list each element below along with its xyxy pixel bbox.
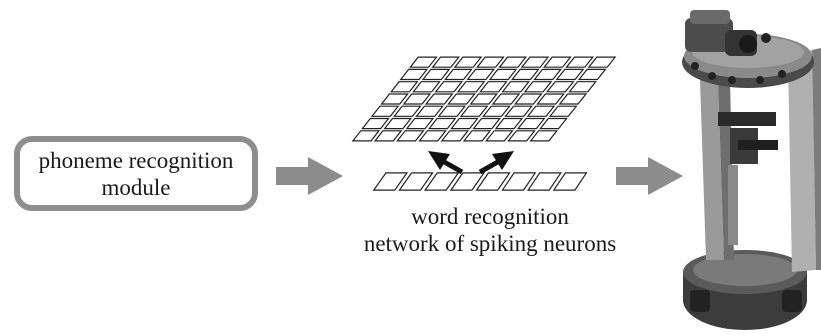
word-neuron-cell xyxy=(450,117,479,130)
input-neuron-cell xyxy=(501,172,537,191)
word-neuron-cell xyxy=(440,130,470,142)
word-neuron-cell xyxy=(383,117,413,130)
input-neuron-cell xyxy=(552,172,588,191)
word-neuron-cell xyxy=(472,117,502,130)
word-neuron-cell xyxy=(484,130,514,142)
module-label-line2: module xyxy=(101,174,171,200)
word-neuron-cell xyxy=(479,81,508,93)
word-neuron-cell xyxy=(434,81,464,93)
word-neuron-cell xyxy=(536,93,565,105)
word-neuron-cell xyxy=(558,93,588,105)
word-neuron-cell xyxy=(577,68,607,81)
word-neuron-cell xyxy=(501,81,531,93)
word-neuron-cell xyxy=(380,93,409,105)
input-neuron-cell xyxy=(526,172,562,191)
word-neuron-cell xyxy=(498,56,528,68)
word-neuron-cell xyxy=(548,105,578,117)
word-neuron-cell xyxy=(488,68,518,81)
word-neuron-cell xyxy=(523,81,553,93)
word-neuron-cell xyxy=(491,93,521,105)
word-neuron-cell xyxy=(526,105,556,117)
word-neuron-cell xyxy=(399,68,429,81)
word-neuron-cell xyxy=(415,105,444,117)
word-neuron-cell xyxy=(539,117,568,130)
input-neuron-cell xyxy=(475,172,511,191)
word-neuron-cell xyxy=(542,56,572,68)
word-neuron-cell xyxy=(529,130,559,142)
word-neuron-cell xyxy=(412,81,441,93)
word-neuron-cell xyxy=(361,117,390,130)
word-neuron-cell xyxy=(393,105,422,117)
word-neuron-cell xyxy=(459,105,489,117)
word-neuron-cell xyxy=(409,56,438,68)
word-neuron-cell xyxy=(513,93,543,105)
word-neuron-cell xyxy=(510,68,540,81)
word-neuron-cell xyxy=(494,117,524,130)
word-neuron-cell xyxy=(516,117,546,130)
word-neuron-cell xyxy=(427,117,457,130)
connection-arrow-left xyxy=(428,151,464,175)
word-neuron-cell xyxy=(447,93,476,105)
word-neuron-cell xyxy=(396,130,425,142)
word-neuron-cell xyxy=(466,68,496,81)
word-neuron-cell xyxy=(453,56,483,68)
word-neuron-cell xyxy=(507,130,536,142)
word-neuron-cell xyxy=(418,130,447,142)
word-neuron-cell xyxy=(462,130,492,142)
input-neuron-cell xyxy=(423,172,460,191)
input-neuron-cell xyxy=(449,172,486,191)
word-neuron-cell xyxy=(444,68,473,81)
word-neuron-cell xyxy=(482,105,511,117)
word-neuron-cell xyxy=(437,105,467,117)
word-neuron-cell xyxy=(424,93,454,105)
word-neuron-cell xyxy=(476,56,505,68)
word-neuron-cell xyxy=(405,117,435,130)
word-neuron-cell xyxy=(421,68,451,81)
robot-image xyxy=(682,10,821,330)
word-neuron-cell xyxy=(370,105,400,117)
word-neuron-cell xyxy=(402,93,432,105)
word-neuron-cell xyxy=(469,93,499,105)
word-neuron-cell xyxy=(555,68,585,81)
word-neuron-cell xyxy=(568,81,597,93)
phoneme-recognition-module-box: phoneme recognition module xyxy=(14,136,258,211)
word-neuron-cell xyxy=(520,56,550,68)
word-neuron-cell xyxy=(456,81,486,93)
network-caption-line1: word recognition xyxy=(411,204,569,229)
word-neuron-cell xyxy=(351,130,381,142)
connection-arrow-right xyxy=(478,151,514,175)
word-neuron-layer-grid xyxy=(351,56,617,142)
network-caption-line2: network of spiking neurons xyxy=(363,231,617,256)
arrow-network-to-robot xyxy=(616,157,683,195)
word-neuron-cell xyxy=(431,56,461,68)
word-neuron-cell xyxy=(587,56,617,68)
word-neuron-cell xyxy=(565,56,595,68)
input-neuron-cell xyxy=(372,172,409,191)
word-neuron-cell xyxy=(389,81,419,93)
arrow-module-to-network xyxy=(276,157,343,195)
word-neuron-cell xyxy=(533,68,563,81)
word-neuron-cell xyxy=(545,81,575,93)
module-label-line1: phoneme recognition xyxy=(38,147,234,173)
word-neuron-cell xyxy=(373,130,403,142)
word-neuron-cell xyxy=(504,105,533,117)
input-neuron-cell xyxy=(398,172,434,191)
input-neuron-row xyxy=(372,172,588,191)
